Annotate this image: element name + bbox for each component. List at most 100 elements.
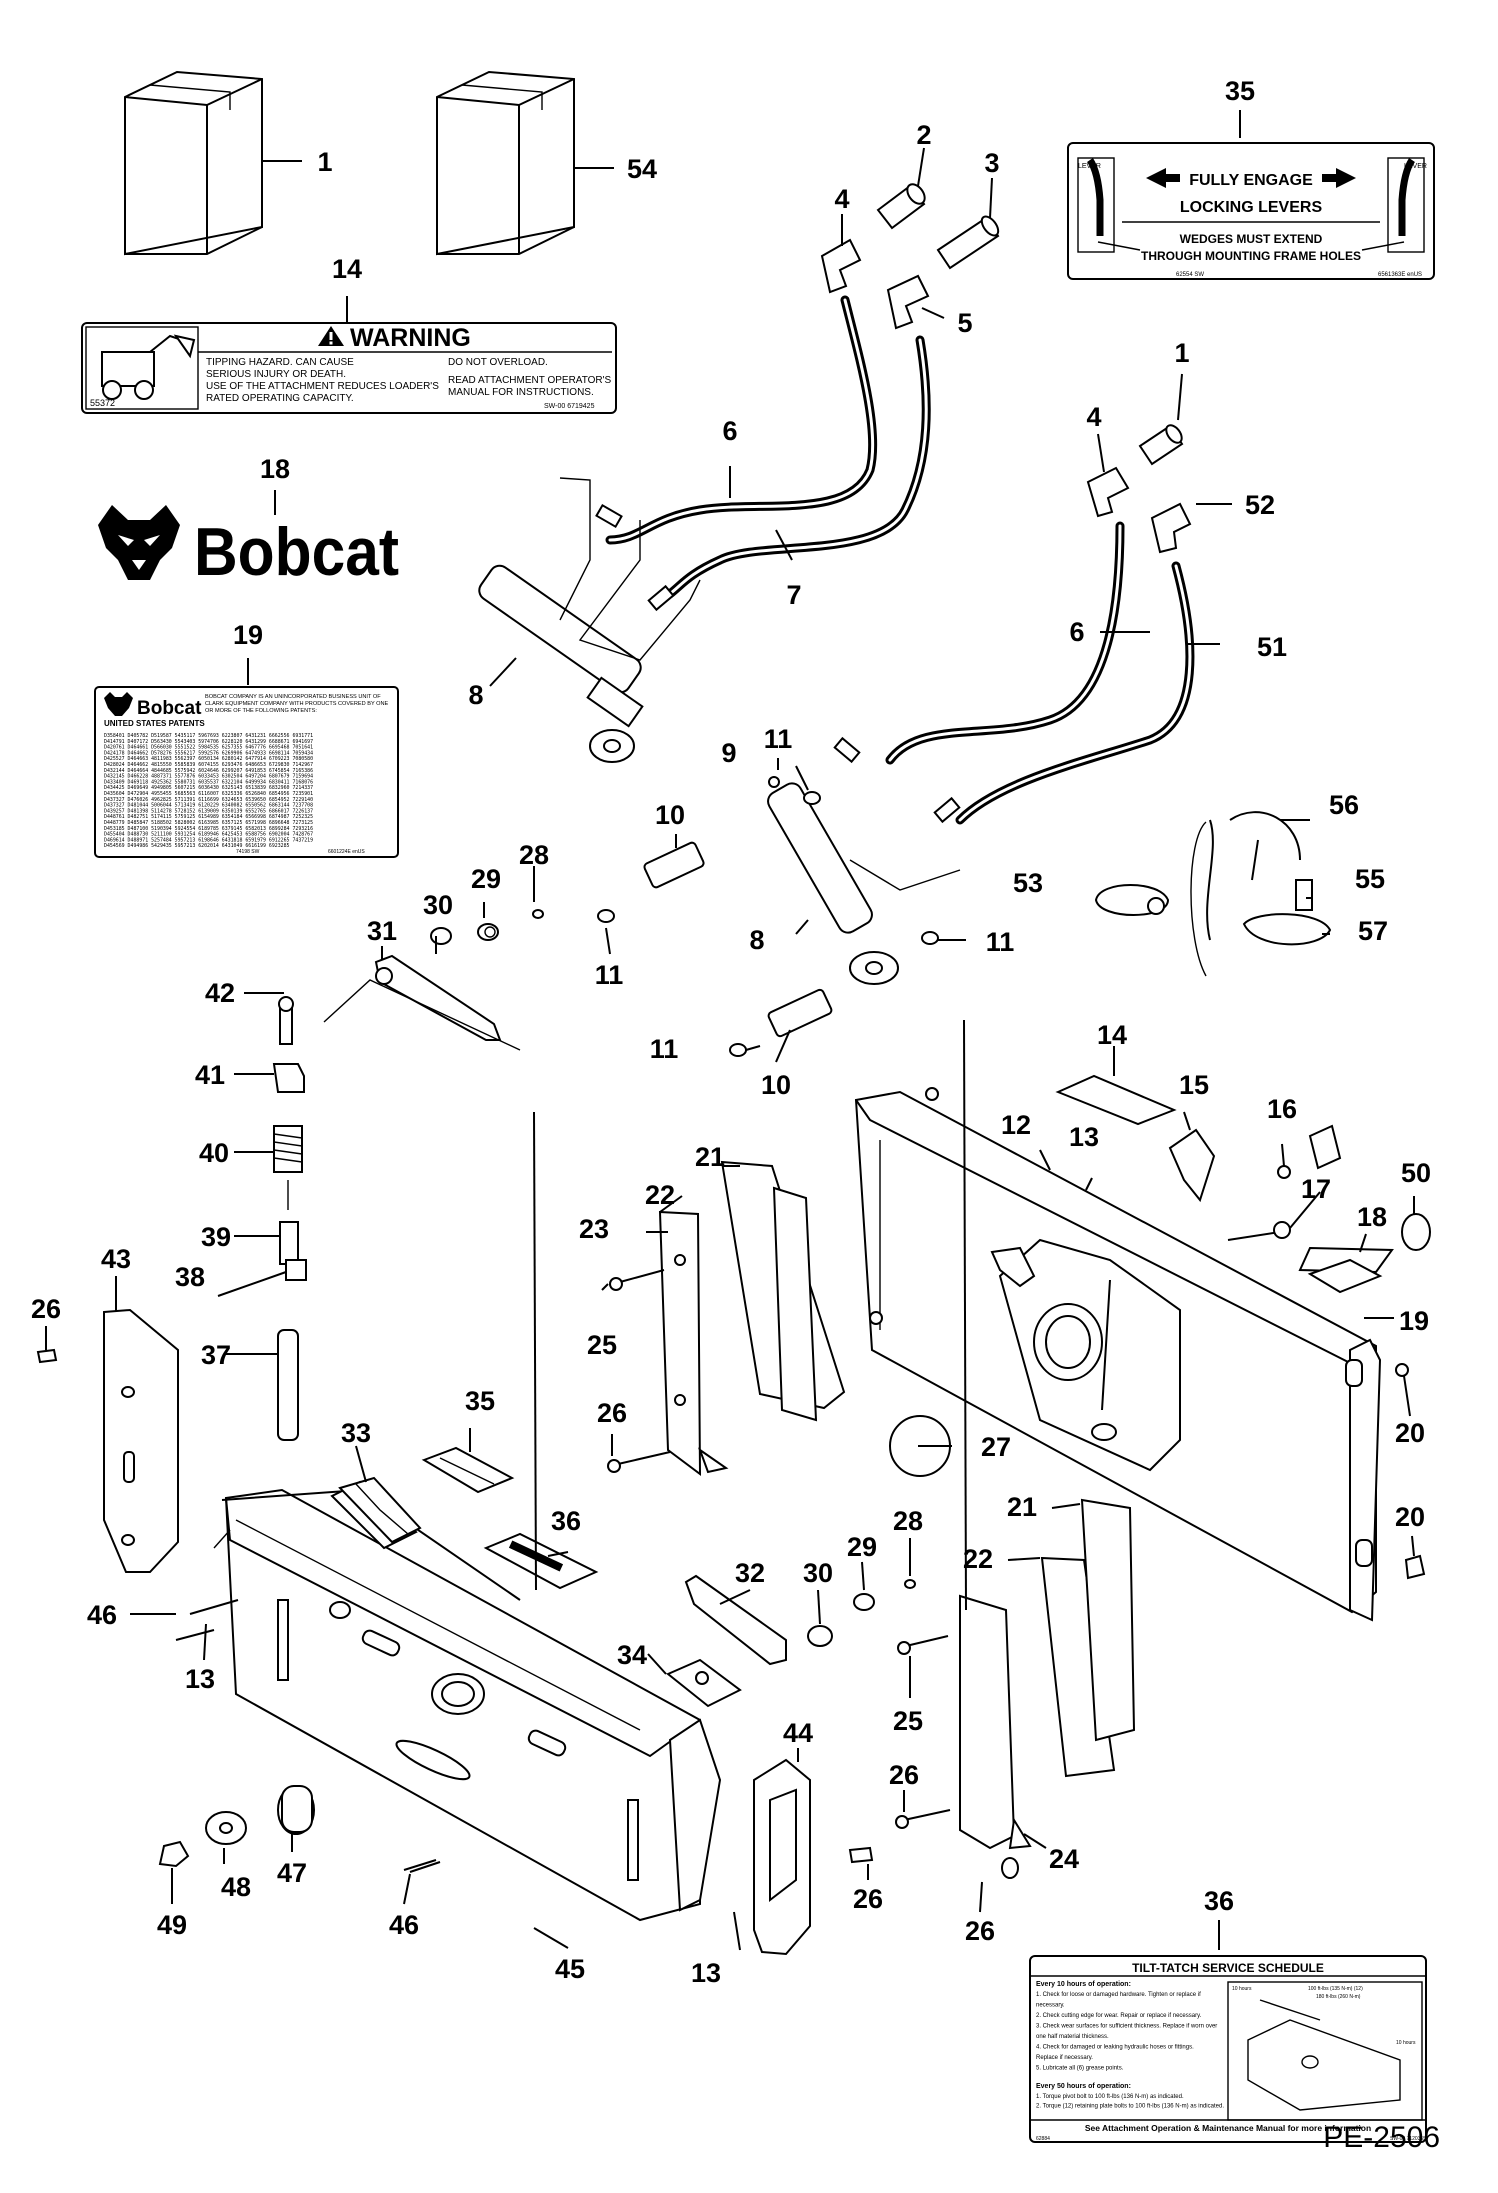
decal-text-row: D425527 D464663 4811983 5562397 6050134 … <box>104 756 313 762</box>
patent-rows: D358401 D405782 D519587 5435117 5967693 … <box>104 733 313 849</box>
callout-21-right: 21 <box>1007 1492 1037 1522</box>
callout-53: 53 <box>1013 868 1043 898</box>
callout-33: 33 <box>341 1418 371 1448</box>
service-code-right: SW-00 7120355 <box>1390 2136 1426 2142</box>
levers-line-4: THROUGH MOUNTING FRAME HOLES <box>1141 249 1361 263</box>
callout-13-bottom: 13 <box>691 1958 721 1988</box>
callout-50: 50 <box>1401 1158 1431 1188</box>
bobcat-logo-text: Bobcat <box>194 514 399 590</box>
callout-41: 41 <box>195 1060 225 1090</box>
patent-logo: Bobcat <box>137 698 202 719</box>
service-list-50h: 1. Torque pivot bolt to 100 ft-lbs (136 … <box>1036 2094 1224 2110</box>
box-part-54 <box>436 70 575 256</box>
bobcat-logo: Bobcat <box>98 505 399 590</box>
callout-9: 9 <box>721 738 736 768</box>
warning-right-4: MANUAL FOR INSTRUCTIONS. <box>448 387 594 398</box>
wedge-plates-left <box>658 1160 846 1477</box>
callout-11-left: 11 <box>595 960 624 990</box>
callout-21-left: 21 <box>695 1142 725 1172</box>
hydraulic-fittings-upper <box>820 183 1192 554</box>
callout-26-left: 26 <box>31 1294 61 1324</box>
decal-text-row: D435604 D472904 4955455 5685563 6116007 … <box>104 791 313 797</box>
decal-text-row: D420761 D464661 D566030 5551522 5984535 … <box>104 745 313 751</box>
callout-8-upper: 8 <box>468 680 483 710</box>
patent-intro-3: OR MORE OF THE FOLLOWING PATENTS: <box>205 708 317 714</box>
decal-35-small <box>421 1446 515 1494</box>
warning-decal: 55372 WARNING TIPPING HAZARD. CAN CAUSE … <box>81 322 617 414</box>
callout-25-right: 25 <box>893 1706 923 1736</box>
wedge-plates-right <box>959 1498 1136 1879</box>
callout-18-logo: 18 <box>260 454 290 484</box>
callout-22-right: 22 <box>963 1544 993 1574</box>
decal-text-row: D432145 D466228 4887371 5577876 6033453 … <box>104 774 313 780</box>
levers-line-1: FULLY ENGAGE <box>1189 172 1313 189</box>
decal-text-row: D414791 D407172 D563430 5543403 5974706 … <box>104 739 313 745</box>
callout-32: 32 <box>735 1558 765 1588</box>
levers-code-left: 62554 SW <box>1176 272 1204 278</box>
callout-35-small: 35 <box>465 1386 495 1416</box>
patent-intro-2: CLARK EQUIPMENT COMPANY WITH PRODUCTS CO… <box>205 701 389 707</box>
pins-and-seals <box>597 776 939 1057</box>
decal-text-row: D428024 D464662 4815550 5585839 6074155 … <box>104 762 313 768</box>
service-hours-b: 10 hours <box>1396 2040 1416 2046</box>
callout-38: 38 <box>175 1262 205 1292</box>
callout-31: 31 <box>367 916 397 946</box>
callout-13-left: 13 <box>185 1664 215 1694</box>
side-plate-44 <box>753 1758 874 1956</box>
callout-17: 17 <box>1301 1174 1331 1204</box>
warning-code-right: SW-00 6719425 <box>544 403 595 410</box>
service-torque-a: 100 ft-lbs (135 N-m) (12) <box>1308 1986 1363 1992</box>
callout-2: 2 <box>916 120 931 150</box>
decal-text-row: D448779 D485847 5188502 5828002 6163985 … <box>104 820 313 826</box>
decal-text-row: D453185 D487100 5190394 5924554 6189785 … <box>104 826 313 832</box>
decal-text-row: necessary. <box>1036 2003 1065 2009</box>
callout-6-upper: 6 <box>722 416 737 446</box>
arrow-left-icon <box>1146 168 1180 188</box>
bolts <box>175 1165 1431 1871</box>
callout-4-upper: 4 <box>834 184 849 214</box>
callout-28-lower: 28 <box>893 1506 923 1536</box>
callout-37: 37 <box>201 1340 231 1370</box>
callout-18-frame: 18 <box>1357 1202 1387 1232</box>
callout-51: 51 <box>1257 632 1287 662</box>
callout-52: 52 <box>1245 490 1275 520</box>
service-code-left: 62884 <box>1036 2136 1050 2142</box>
callout-49: 49 <box>157 1910 187 1940</box>
levers-line-2: LOCKING LEVERS <box>1180 199 1323 216</box>
latch-spring-stack <box>217 996 307 1441</box>
service-torque-b: 180 ft-lbs (260 N-m) <box>1316 1994 1361 2000</box>
warning-left-1: TIPPING HAZARD. CAN CAUSE <box>206 357 354 368</box>
callout-46-upper: 46 <box>87 1600 117 1630</box>
callout-30-lower: 30 <box>803 1558 833 1588</box>
mounting-frame <box>213 1480 722 1922</box>
callout-39: 39 <box>201 1222 231 1252</box>
decal-text-row: D439257 D481398 5114278 5728152 6139009 … <box>104 808 313 814</box>
service-list-10h: 1. Check for loose or damaged hardware. … <box>1036 1992 1217 2072</box>
callout-20-lower: 20 <box>1395 1502 1425 1532</box>
side-plate-43 <box>36 1308 179 1573</box>
warning-right-3: READ ATTACHMENT OPERATOR'S <box>448 375 612 386</box>
warning-code-left: 55372 <box>90 398 115 408</box>
callout-26-bottom: 26 <box>965 1916 995 1946</box>
tipping-loader-icon <box>101 334 196 400</box>
callout-10-lower: 10 <box>761 1070 791 1100</box>
decal-text-row: 2. Torque (12) retaining plate bolts to … <box>1036 2104 1224 2110</box>
callout-1-box: 1 <box>317 147 332 177</box>
patent-decal: Bobcat BOBCAT COMPANY IS AN UNINCORPORAT… <box>94 686 399 858</box>
callout-20-upper: 20 <box>1395 1418 1425 1448</box>
levers-code-right: 6561363E enUS <box>1378 272 1422 278</box>
callout-54: 54 <box>627 154 657 184</box>
callout-11-right: 11 <box>986 927 1015 957</box>
warning-left-4: RATED OPERATING CAPACITY. <box>206 393 354 404</box>
decal-text-row: D469614 D488971 5257484 5957213 6198646 … <box>104 837 313 843</box>
callout-15: 15 <box>1179 1070 1209 1100</box>
lock-lever-right <box>666 1574 916 1708</box>
callout-47: 47 <box>277 1858 307 1888</box>
decal-text-row: 4. Check for damaged or leaking hydrauli… <box>1036 2045 1194 2051</box>
callout-26-mid: 26 <box>597 1398 627 1428</box>
pivot-hardware <box>158 1599 441 1873</box>
leader-lines <box>45 147 1415 1951</box>
callout-56: 56 <box>1329 790 1359 820</box>
patent-code-right: 6601224E enUS <box>328 849 365 855</box>
figure-id: PE-2506 <box>1323 2121 1440 2154</box>
